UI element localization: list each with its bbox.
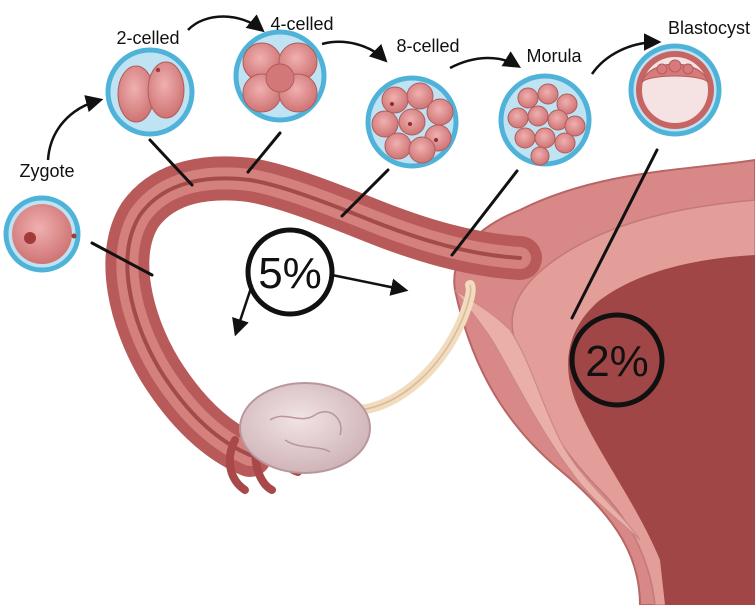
label-morula: Morula: [526, 46, 582, 66]
ovarian-ligament: [360, 285, 471, 410]
arrow-8-to-morula: [450, 58, 518, 68]
label-zygote: Zygote: [19, 161, 74, 181]
morula-cell: [501, 76, 589, 165]
arrow-zygote-to-2: [48, 100, 100, 160]
uterus-percentage-label: 2%: [585, 337, 649, 386]
tube-percentage-label: 5%: [258, 249, 322, 298]
two-celled-cell: [108, 50, 192, 134]
arrow-4-to-8: [322, 42, 385, 60]
eight-celled-cell: [368, 78, 456, 166]
zygote-cell: [6, 198, 78, 270]
label-8-celled: 8-celled: [396, 36, 459, 56]
blastocyst-cell: [631, 46, 719, 134]
label-4-celled: 4-celled: [270, 14, 333, 34]
label-2-celled: 2-celled: [116, 28, 179, 48]
arrow-5-to-tube-wall: [236, 285, 252, 333]
arrow-5-to-isthmus: [332, 275, 405, 290]
four-celled-cell: [236, 32, 324, 120]
arrow-2-to-4: [188, 17, 262, 31]
label-blastocyst: Blastocyst: [668, 18, 750, 38]
ovary: [240, 383, 370, 473]
